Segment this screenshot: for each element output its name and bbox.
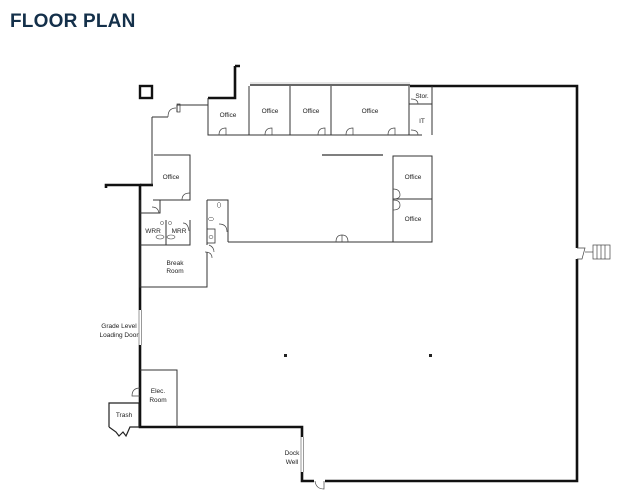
column-icon (284, 354, 287, 357)
annotation-dock-well: Well (286, 459, 299, 466)
room-label-office: Office (163, 174, 180, 181)
page-title: FLOOR PLAN (10, 11, 136, 32)
room-label-trash: Trash (116, 412, 133, 419)
room-label-office: Office (262, 108, 279, 115)
exterior-walls (104, 64, 579, 483)
room-label-elec-room: Room (149, 397, 166, 404)
annotation-grade-level-door: Grade Level (101, 323, 137, 330)
room-label-elec-room: Elec. (151, 388, 166, 395)
room-label-office: Office (405, 216, 422, 223)
left-core (139, 154, 229, 288)
center-partition (228, 154, 433, 243)
room-label-wrr: WRR (145, 228, 161, 235)
room-label-break-room: Room (166, 268, 183, 275)
column-icon (429, 354, 432, 357)
room-label-storage: Stor. (415, 93, 429, 100)
room-label-office: Office (405, 174, 422, 181)
room-label-office: Office (303, 108, 320, 115)
annotation-dock-well: Dock (285, 450, 301, 457)
exterior-stairs (577, 244, 611, 260)
room-label-break-room: Break (167, 260, 185, 267)
room-label-it: IT (419, 118, 425, 125)
room-label-mrr: MRR (172, 228, 187, 235)
column-icon (138, 84, 154, 100)
elec-trash (108, 369, 178, 438)
annotation-grade-level-door: Loading Door (99, 332, 139, 339)
room-label-office: Office (220, 112, 237, 119)
room-label-office: Office (362, 108, 379, 115)
top-office-strip (151, 82, 433, 185)
